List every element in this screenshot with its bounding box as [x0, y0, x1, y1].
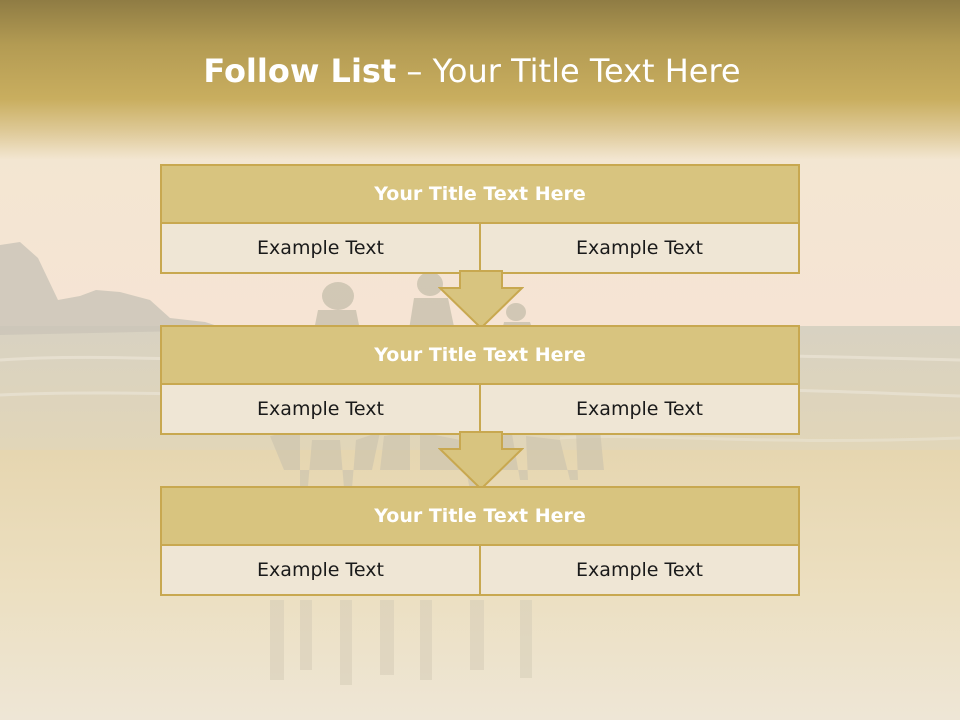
step-box-cell-left: Example Text — [162, 546, 479, 594]
step-box-cell-right: Example Text — [479, 224, 798, 272]
step-box-row: Example Text Example Text — [162, 224, 798, 272]
slide-title: Follow List – Your Title Text Here — [0, 52, 944, 90]
step-box-cell-right: Example Text — [479, 546, 798, 594]
step-box-3: Your Title Text Here Example Text Exampl… — [160, 486, 800, 596]
step-box-cell-right: Example Text — [479, 385, 798, 433]
step-box-title: Your Title Text Here — [162, 327, 798, 385]
step-box-cell-left: Example Text — [162, 224, 479, 272]
step-box-title: Your Title Text Here — [162, 488, 798, 546]
step-box-row: Example Text Example Text — [162, 385, 798, 433]
title-band — [0, 0, 960, 160]
step-box-title: Your Title Text Here — [162, 166, 798, 224]
step-box-row: Example Text Example Text — [162, 546, 798, 594]
step-box-2: Your Title Text Here Example Text Exampl… — [160, 325, 800, 435]
step-box-1: Your Title Text Here Example Text Exampl… — [160, 164, 800, 274]
step-box-cell-left: Example Text — [162, 385, 479, 433]
down-arrow-icon — [438, 431, 524, 491]
down-arrow-icon — [438, 270, 524, 330]
slide-title-rest: – Your Title Text Here — [396, 52, 741, 90]
slide-title-bold: Follow List — [203, 52, 397, 90]
